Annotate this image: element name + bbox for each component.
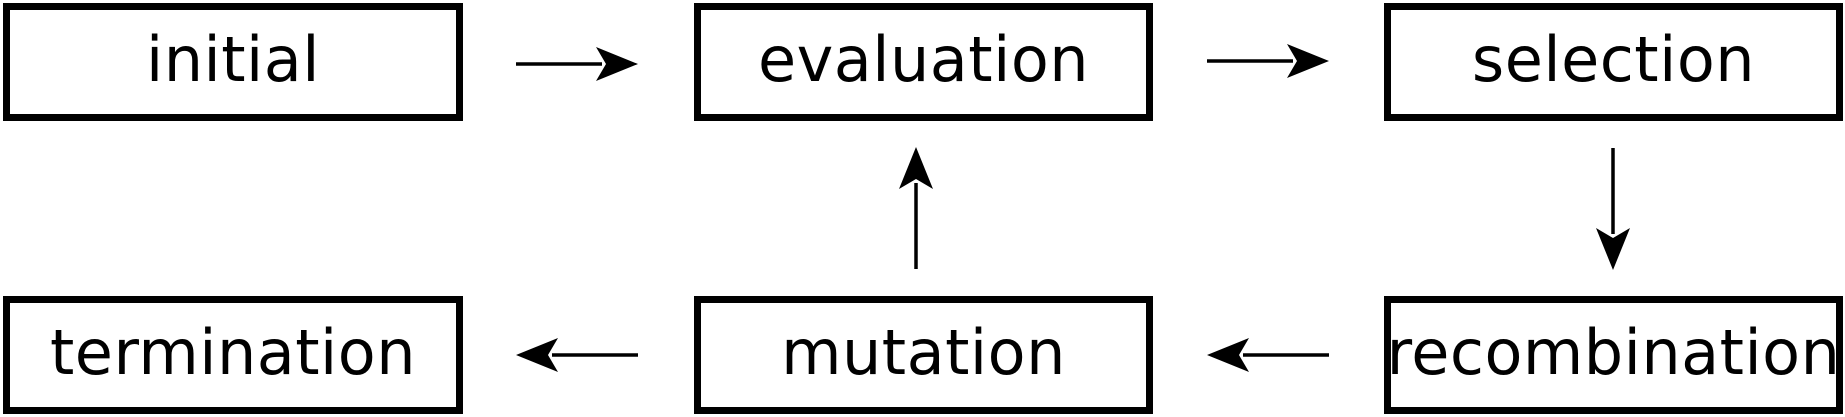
evaluation-box: evaluation bbox=[694, 3, 1153, 121]
arrow-mutation-to-evaluation bbox=[899, 147, 933, 269]
termination-box: termination bbox=[3, 296, 463, 414]
arrow-mutation-to-termination bbox=[516, 338, 638, 372]
recombination-box: recombination bbox=[1384, 296, 1843, 414]
selection-label: selection bbox=[1471, 23, 1756, 96]
mutation-label: mutation bbox=[781, 316, 1066, 389]
initial-box: initial bbox=[3, 3, 463, 121]
arrow-recombination-to-mutation bbox=[1207, 338, 1329, 372]
selection-box: selection bbox=[1384, 3, 1843, 121]
arrow-selection-to-recombination bbox=[1596, 148, 1630, 270]
mutation-box: mutation bbox=[694, 296, 1153, 414]
arrow-evaluation-to-selection bbox=[1207, 44, 1329, 78]
arrow-initial-to-evaluation bbox=[516, 47, 638, 81]
recombination-label: recombination bbox=[1386, 316, 1841, 389]
initial-label: initial bbox=[146, 23, 320, 96]
termination-label: termination bbox=[49, 316, 417, 389]
evaluation-label: evaluation bbox=[757, 23, 1090, 96]
